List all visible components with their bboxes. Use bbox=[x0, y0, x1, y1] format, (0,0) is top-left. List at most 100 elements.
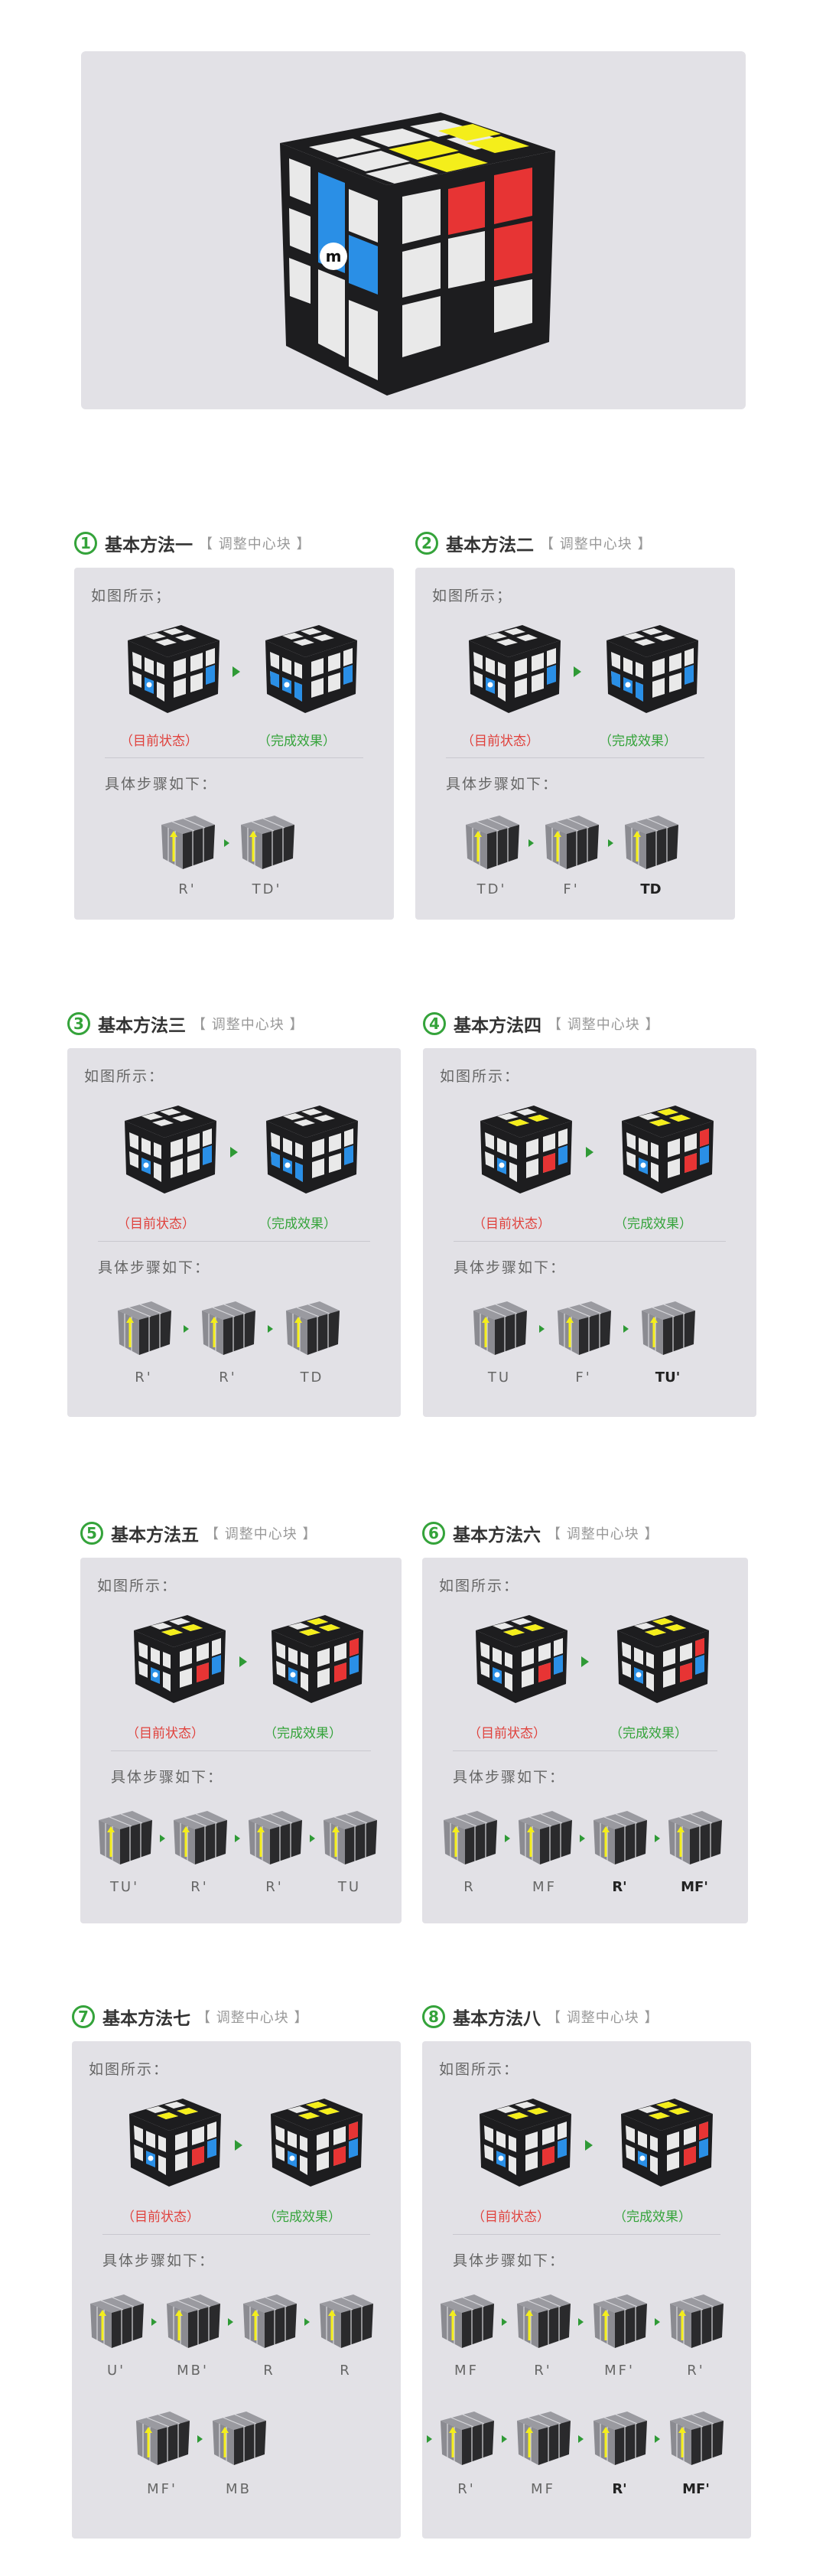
arrow-right-icon bbox=[304, 2318, 310, 2326]
arrow-right-icon bbox=[427, 2435, 432, 2443]
arrow-right-icon bbox=[578, 2318, 584, 2326]
arrow-right-icon bbox=[224, 839, 229, 847]
done-state-cube-icon bbox=[599, 617, 706, 717]
steps-label: 具体步骤如下： bbox=[102, 2252, 216, 2269]
step-label: R' bbox=[190, 1879, 209, 1895]
arrow-right-icon bbox=[578, 2435, 584, 2443]
method-card: 如图所示： （目前状态） （完成效果） 具体步骤如下： R MF R' MF' bbox=[422, 1558, 748, 1923]
steps-label: 具体步骤如下： bbox=[98, 1259, 211, 1276]
arrow-right-icon bbox=[235, 1835, 240, 1842]
step-cube-icon bbox=[247, 1809, 304, 1866]
shown-label: 如图所示； bbox=[432, 588, 513, 604]
divider bbox=[454, 1241, 726, 1242]
divider bbox=[453, 2234, 720, 2235]
current-state-cube-icon bbox=[126, 1607, 233, 1707]
current-state-caption: （目前状态） bbox=[461, 734, 539, 749]
steps-label: 具体步骤如下： bbox=[105, 776, 218, 793]
method-subtitle: 【 调整中心块 】 bbox=[547, 2010, 659, 2026]
arrow-right-icon bbox=[581, 1656, 589, 1667]
method-subtitle: 【 调整中心块 】 bbox=[547, 1526, 659, 1542]
step-label: TD' bbox=[476, 881, 507, 897]
step-label: TU' bbox=[655, 1369, 681, 1386]
done-state-cube-icon bbox=[613, 2091, 720, 2190]
method-title: 基本方法四 bbox=[454, 1016, 541, 1036]
arrow-right-icon bbox=[502, 2435, 507, 2443]
done-state-caption: （完成效果） bbox=[264, 1726, 342, 1741]
method-card: 如图所示； （目前状态） （完成效果） 具体步骤如下： TD' F' TD bbox=[415, 568, 735, 920]
done-state-caption: （完成效果） bbox=[610, 1726, 688, 1741]
step-label: R' bbox=[178, 881, 197, 897]
step-label: MB' bbox=[177, 2363, 209, 2379]
shown-label: 如图所示： bbox=[97, 1578, 178, 1594]
method-subtitle: 【 调整中心块 】 bbox=[199, 536, 311, 552]
step-label: R bbox=[340, 2363, 352, 2379]
shown-label: 如图所示： bbox=[440, 1068, 521, 1085]
method-title: 基本方法一 bbox=[105, 536, 193, 555]
step-label: MF' bbox=[681, 1879, 708, 1895]
arrow-right-icon bbox=[623, 1325, 629, 1333]
arrow-right-icon bbox=[197, 2435, 203, 2443]
step-label: MB bbox=[226, 2481, 252, 2497]
divider bbox=[111, 1750, 371, 1751]
method-number-badge: 1 bbox=[74, 532, 97, 555]
arrow-right-icon bbox=[574, 666, 581, 677]
hero-cube-panel: m bbox=[81, 51, 746, 409]
step-cube-icon bbox=[668, 2293, 725, 2350]
step-label: R bbox=[463, 1879, 476, 1895]
arrow-right-icon bbox=[608, 839, 613, 847]
done-state-caption: （完成效果） bbox=[258, 734, 336, 749]
method-card: 如图所示： （目前状态） （完成效果） 具体步骤如下： U' MB' R R M… bbox=[72, 2041, 401, 2539]
arrow-right-icon bbox=[228, 2318, 233, 2326]
done-state-cube-icon bbox=[264, 1607, 371, 1707]
step-cube-icon bbox=[242, 2293, 298, 2350]
method-title: 基本方法六 bbox=[453, 1526, 541, 1545]
step-label: MF bbox=[454, 2363, 479, 2379]
method-number-badge: 8 bbox=[422, 2005, 445, 2028]
shown-label: 如图所示； bbox=[91, 588, 172, 604]
steps-label: 具体步骤如下： bbox=[453, 1769, 566, 1786]
step-label: TD' bbox=[252, 881, 282, 897]
divider bbox=[105, 757, 363, 758]
step-cube-icon bbox=[135, 2410, 191, 2467]
arrow-right-icon bbox=[233, 666, 240, 677]
method-subtitle: 【 调整中心块 】 bbox=[192, 1017, 304, 1033]
step-cube-icon bbox=[239, 814, 296, 871]
method-2-header: 2 基本方法二 【 调整中心块 】 bbox=[415, 528, 652, 559]
method-card: 如图所示： （目前状态） （完成效果） 具体步骤如下： TU' R' R' TU bbox=[80, 1558, 402, 1923]
done-state-cube-icon bbox=[610, 1607, 717, 1707]
step-cube-icon bbox=[515, 2410, 572, 2467]
step-label: R' bbox=[219, 1369, 237, 1386]
step-label: R' bbox=[687, 2363, 705, 2379]
step-cube-icon bbox=[322, 1809, 379, 1866]
arrow-right-icon bbox=[235, 2140, 242, 2151]
step-cube-icon bbox=[439, 2293, 496, 2350]
current-state-caption: （目前状态） bbox=[117, 1216, 195, 1232]
arrow-right-icon bbox=[528, 839, 534, 847]
step-label: R' bbox=[612, 1879, 627, 1895]
current-state-caption: （目前状态） bbox=[120, 734, 198, 749]
method-number-badge: 3 bbox=[67, 1012, 90, 1035]
arrow-right-icon bbox=[655, 1835, 660, 1842]
method-subtitle: 【 调整中心块 】 bbox=[540, 536, 652, 552]
method-number-badge: 4 bbox=[423, 1012, 446, 1035]
arrow-right-icon bbox=[655, 2435, 660, 2443]
steps-label: 具体步骤如下： bbox=[446, 776, 559, 793]
hero-cube-icon: m bbox=[280, 112, 555, 396]
step-cube-icon bbox=[640, 1300, 697, 1356]
step-cube-icon bbox=[285, 1300, 341, 1356]
step-cube-icon bbox=[160, 814, 216, 871]
current-state-cube-icon bbox=[469, 625, 561, 713]
step-label: TD bbox=[300, 1369, 324, 1386]
done-state-caption: （完成效果） bbox=[599, 734, 677, 749]
current-state-cube-icon bbox=[468, 1607, 575, 1707]
step-cube-icon bbox=[318, 2293, 375, 2350]
logo-text: m bbox=[326, 247, 342, 265]
method-4-header: 4 基本方法四 【 调整中心块 】 bbox=[423, 1008, 659, 1039]
method-title: 基本方法二 bbox=[446, 536, 534, 555]
step-cube-icon bbox=[556, 1300, 613, 1356]
shown-label: 如图所示： bbox=[439, 2061, 520, 2078]
current-state-cube-icon bbox=[125, 1106, 216, 1194]
arrow-right-icon bbox=[151, 2318, 157, 2326]
divider bbox=[446, 757, 704, 758]
step-cube-icon bbox=[464, 814, 521, 871]
